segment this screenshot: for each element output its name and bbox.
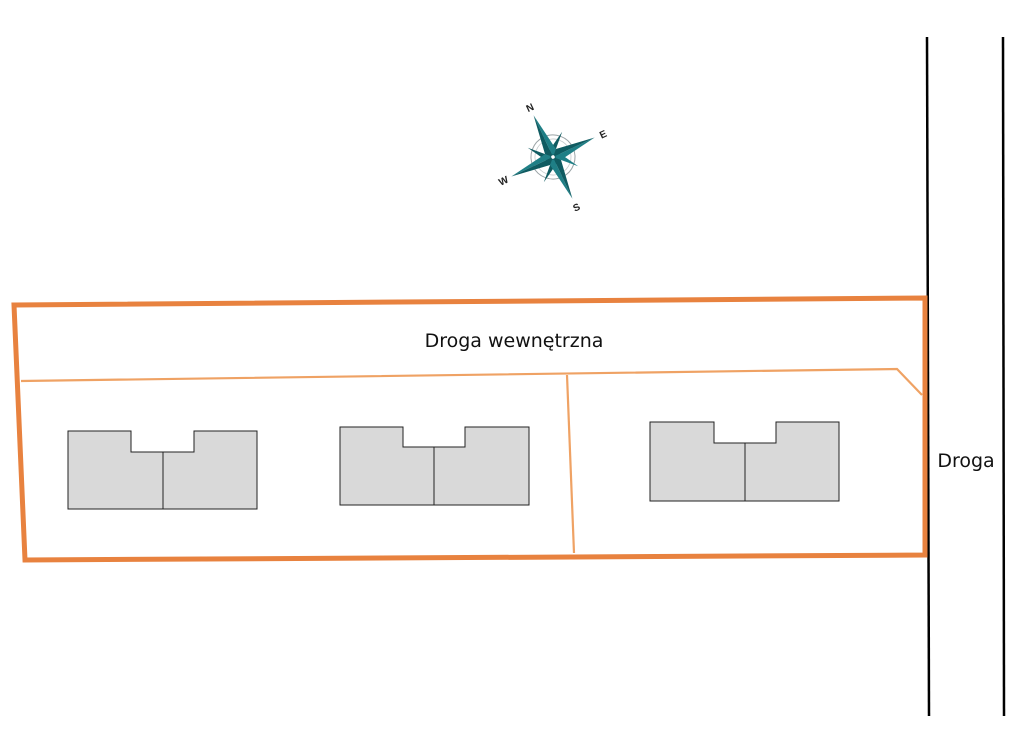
internal-road-edge	[20, 367, 923, 396]
compass-letter-n: N	[525, 102, 536, 115]
plot-boundary	[11, 295, 928, 563]
road-edge-right	[1001, 36, 1006, 717]
building-2-right-unit	[433, 426, 530, 506]
public-road	[925, 36, 1006, 717]
building-2-left-unit	[339, 426, 435, 506]
compass-major-points	[511, 115, 595, 199]
building-1-right-unit	[162, 430, 258, 510]
building-3	[649, 421, 840, 502]
building-3-left-unit	[649, 421, 746, 502]
public-road-label: Droga	[937, 450, 994, 472]
compass-center	[550, 154, 556, 160]
parcel-lines	[20, 367, 923, 554]
road-edge-left	[925, 36, 931, 717]
building-2	[339, 426, 530, 506]
internal-road-label: Droga wewnętrzna	[425, 330, 604, 352]
compass-letter-e: E	[598, 129, 609, 142]
building-3-right-unit	[744, 421, 840, 502]
building-1-left-unit	[67, 430, 164, 510]
compass-letter-w: W	[497, 174, 511, 188]
parcel-divider	[565, 374, 576, 554]
building-1	[67, 430, 258, 510]
compass-rose: N S E W	[497, 102, 609, 215]
compass-letter-s: S	[572, 202, 583, 215]
